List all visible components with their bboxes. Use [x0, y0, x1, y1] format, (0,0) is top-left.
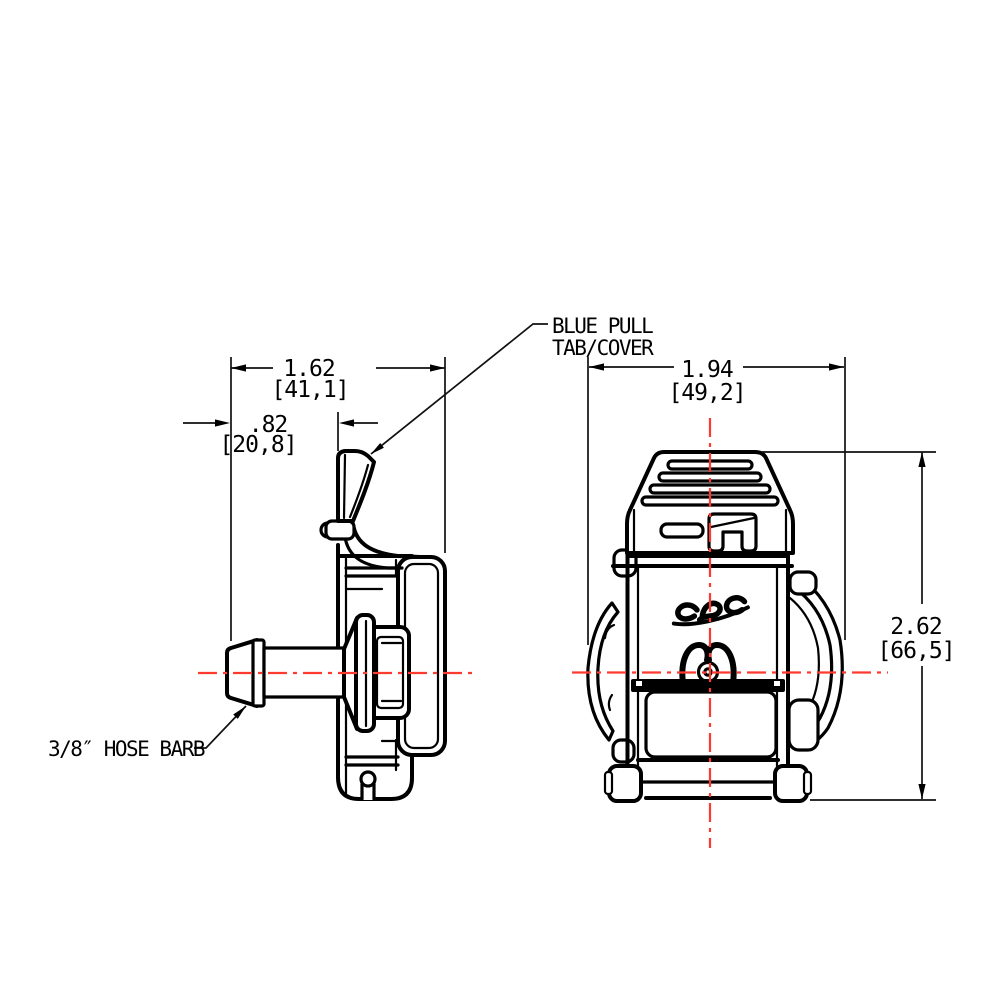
pull-tab-callout: BLUE PULL TAB/COVER — [370, 314, 656, 455]
left-foot — [607, 764, 643, 803]
centerlines — [198, 418, 888, 848]
front-view — [586, 450, 844, 803]
dim-tab-offset-in: .82 — [249, 412, 288, 438]
cpc-logo — [671, 595, 750, 627]
right-foot — [773, 764, 809, 803]
pull-tab-fin — [336, 449, 376, 523]
dim-body-width-in: 1.62 — [283, 356, 334, 382]
latch-clip — [707, 512, 758, 553]
hose-barb-callout: 3/8″ HOSE BARB — [48, 705, 247, 761]
dim-front-height-in: 2.62 — [890, 614, 941, 640]
side-neck-curve — [351, 522, 422, 559]
right-wing — [787, 570, 844, 752]
cap-slot — [659, 522, 705, 539]
dim-front-width-mm: [49,2] — [668, 380, 745, 406]
dim-front-width-in: 1.94 — [681, 357, 733, 383]
dim-front-height-mm: [66,5] — [877, 638, 954, 664]
body-divider-bar — [631, 679, 785, 692]
callouts: BLUE PULL TAB/COVER 3/8″ HOSE BARB — [48, 314, 656, 761]
dimensions: 1.62 [41,1] .82 [20,8] 1.94 [49,2] — [183, 356, 956, 801]
dimension-front-height: 2.62 [66,5] — [877, 452, 956, 799]
keyhole — [359, 770, 377, 801]
pull-tab-label-line1: BLUE PULL — [552, 314, 653, 338]
dimension-body-width: 1.62 [41,1] — [231, 356, 445, 403]
dimension-front-width: 1.94 [49,2] — [589, 357, 844, 406]
dim-tab-offset-mm: [20,8] — [219, 432, 296, 458]
thumb-button — [679, 642, 737, 686]
hose-barb-label: 3/8″ HOSE BARB — [48, 737, 205, 761]
pull-tab-label-line2: TAB/COVER — [552, 336, 654, 360]
dimension-tab-offset: .82 [20,8] — [183, 412, 378, 458]
side-view — [225, 449, 447, 801]
dim-body-width-mm: [41,1] — [271, 377, 348, 403]
